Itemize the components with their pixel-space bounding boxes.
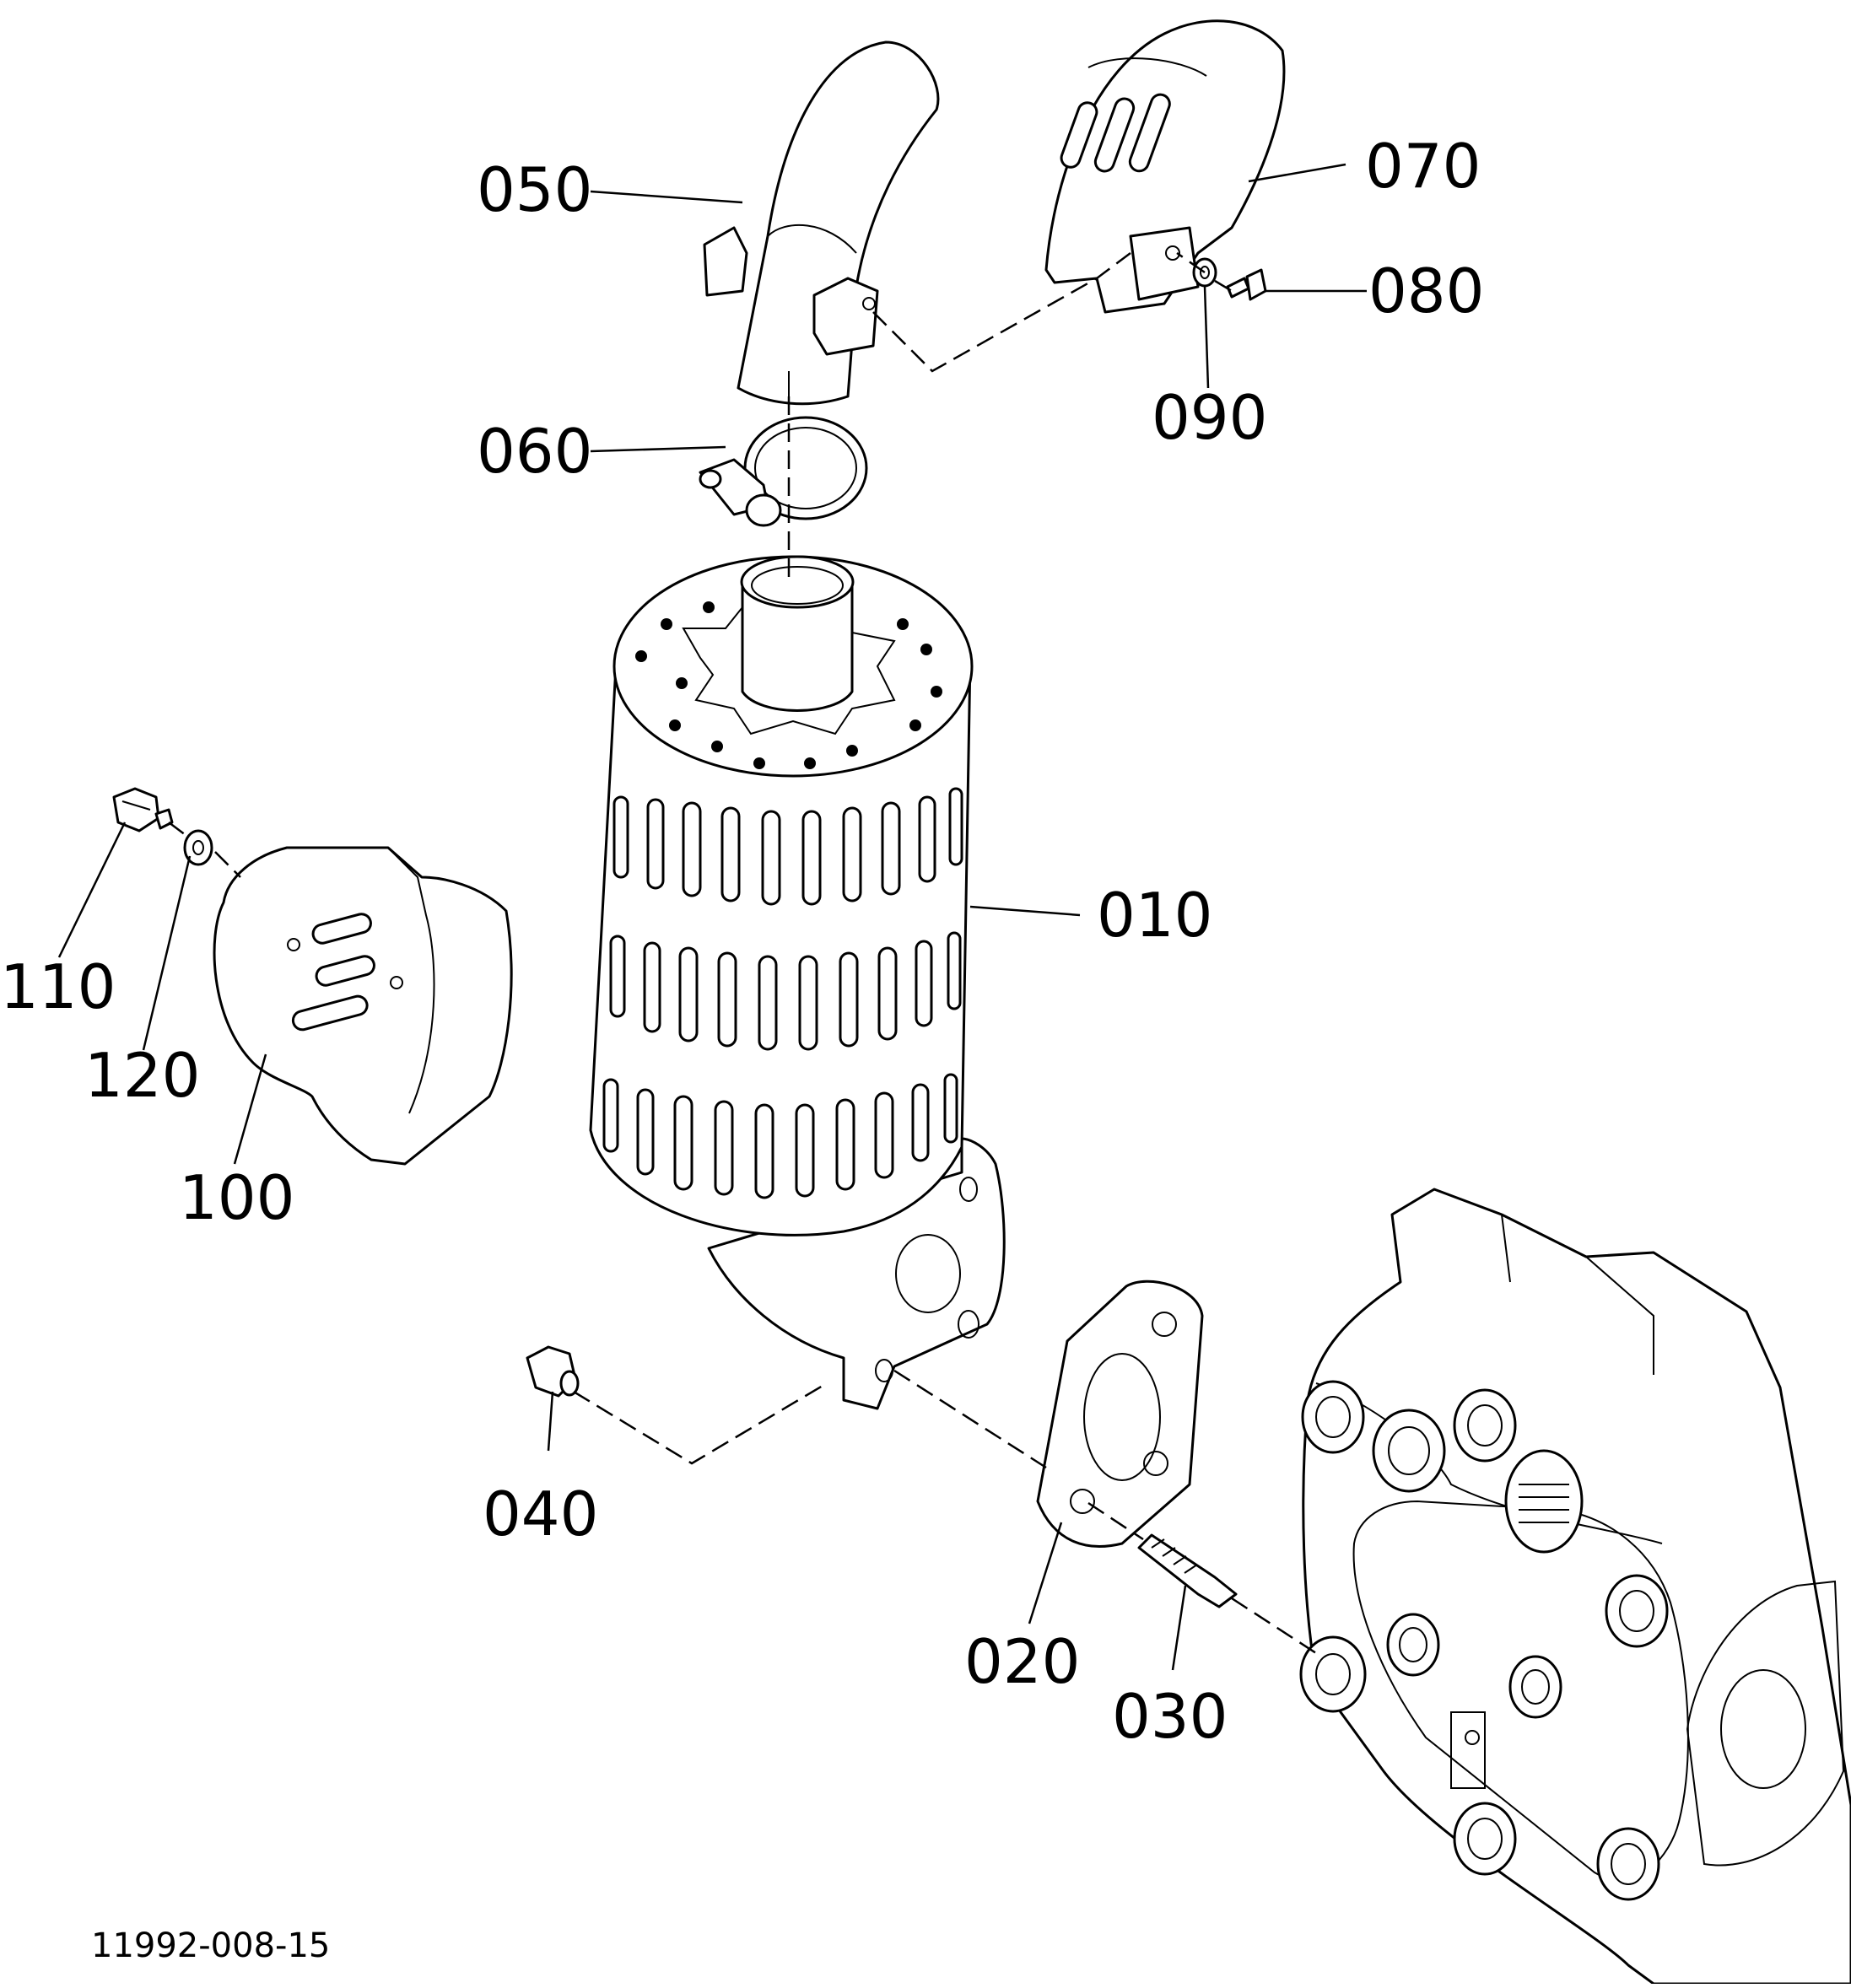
assembly-lines — [168, 251, 1317, 1655]
callout-070: 070 — [1365, 131, 1481, 202]
part-gasket — [1036, 1280, 1204, 1548]
callout-120: 120 — [84, 1040, 200, 1111]
part-stud — [1137, 1533, 1238, 1608]
callout-020: 020 — [964, 1626, 1080, 1697]
callout-030: 030 — [1112, 1681, 1228, 1752]
callout-110: 110 — [0, 951, 116, 1022]
callout-060: 060 — [477, 416, 592, 487]
part-bolt-side — [112, 787, 174, 832]
callout-010: 010 — [1097, 880, 1212, 951]
part-bolt-upper — [1226, 268, 1267, 301]
callout-040: 040 — [483, 1479, 598, 1549]
part-muffler — [589, 555, 1006, 1410]
leader-lines — [57, 163, 1367, 1671]
part-exhaust-pipe — [703, 40, 940, 406]
callout-050: 050 — [477, 154, 592, 225]
part-cylinder-head — [1299, 1188, 1851, 1985]
part-nut — [526, 1345, 580, 1398]
callout-100: 100 — [179, 1162, 294, 1233]
part-pipe-cover — [1044, 19, 1286, 314]
part-muffler-cover — [213, 846, 513, 1166]
callout-090: 090 — [1152, 382, 1267, 453]
callout-labels: 050 060 070 080 090 010 110 120 100 040 … — [0, 131, 1484, 1752]
part-pipe-clamp — [699, 416, 868, 527]
callout-080: 080 — [1368, 256, 1484, 326]
part-washer-side — [183, 829, 213, 866]
figure-number: 11992-008-15 — [91, 1926, 330, 1965]
